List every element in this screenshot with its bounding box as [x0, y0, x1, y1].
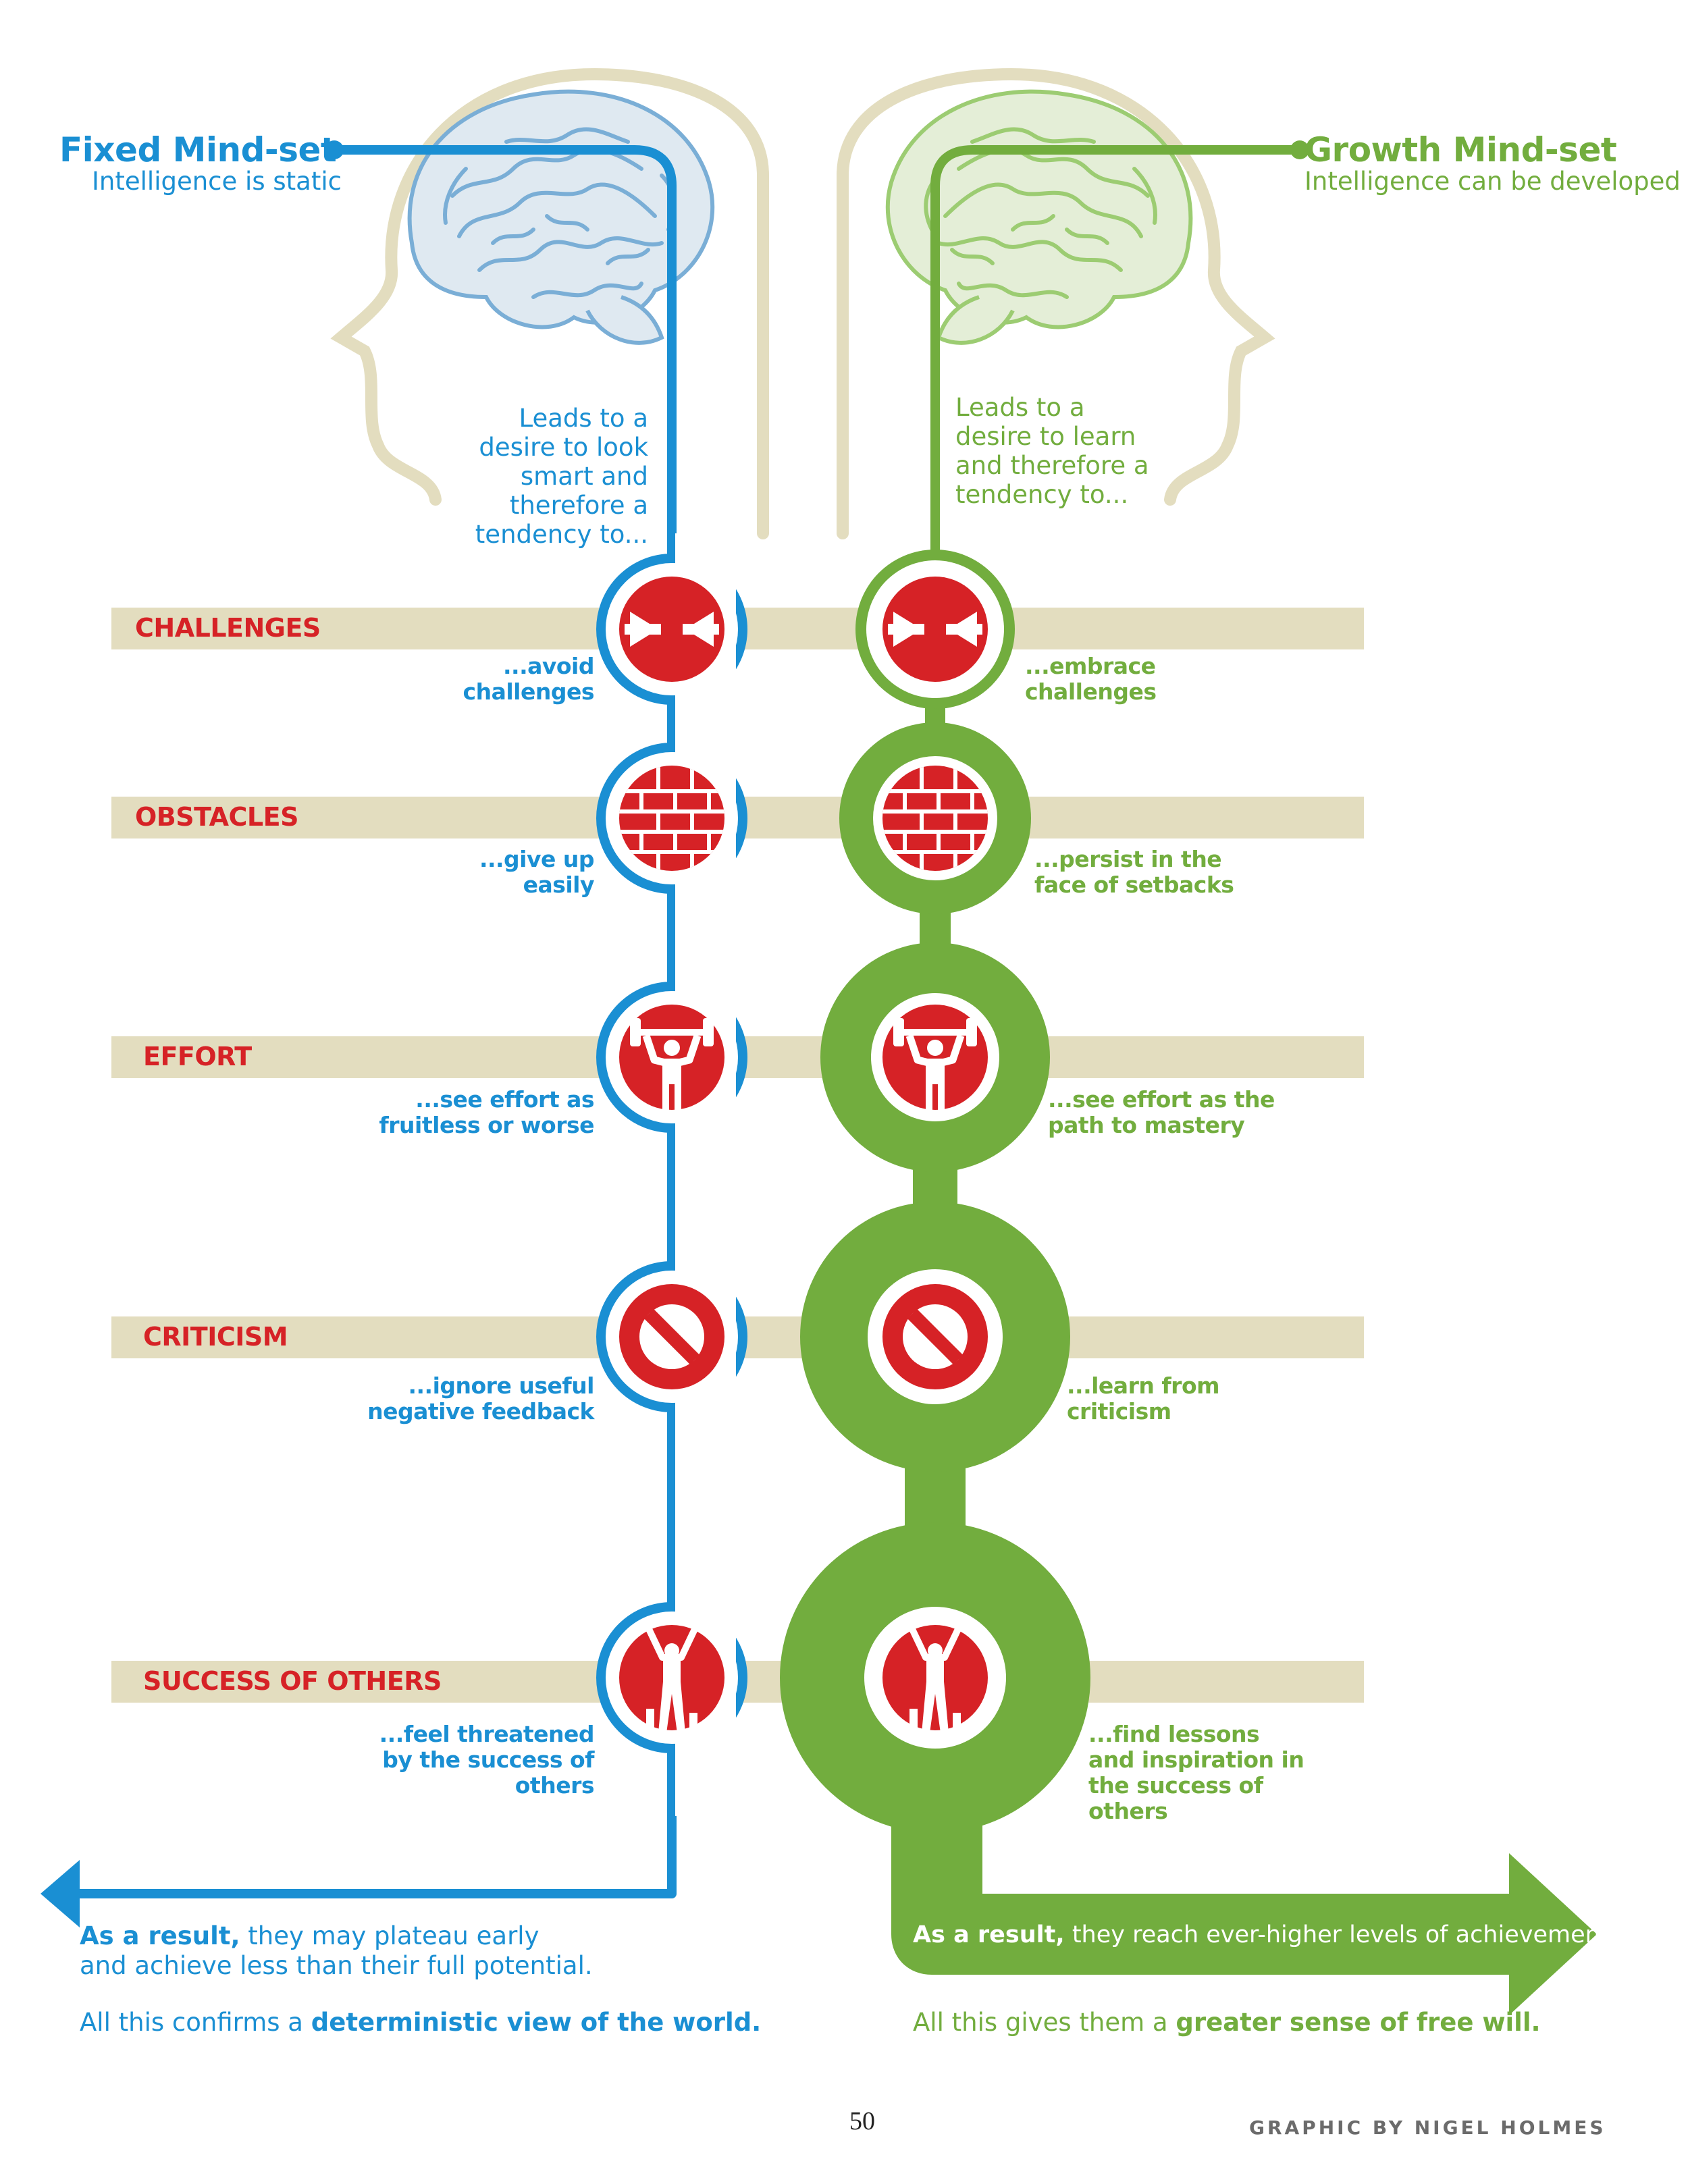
fixed-response-success: ...feel threatened by the success of oth… — [379, 1721, 595, 1799]
fixed-subtitle: Intelligence is static — [92, 167, 342, 196]
category-success: SUCCESS OF OTHERS — [143, 1666, 442, 1696]
growth-challenges-icon — [882, 577, 988, 682]
fixed-response-criticism: ...ignore useful negative feedback — [367, 1373, 594, 1424]
category-obstacles: OBSTACLES — [135, 802, 298, 832]
growth-subtitle: Intelligence can be developed — [1304, 167, 1681, 196]
category-criticism: CRITICISM — [143, 1322, 288, 1352]
fixed-result-text: they may plateau early and achieve less … — [80, 1921, 593, 1980]
growth-title: Growth Mind-set — [1304, 130, 1617, 169]
growth-criticism-icon — [882, 1284, 988, 1389]
growth-result-text: they reach ever-higher levels of achieve… — [1072, 1921, 1617, 1948]
fixed-path — [64, 145, 677, 1898]
fixed-result-arrow — [41, 1860, 80, 1927]
growth-response-obstacles: ...persist in the face of setbacks — [1034, 846, 1234, 898]
growth-result-arrow — [891, 1789, 1597, 2015]
growth-intro: Leads to a desire to learn and therefore… — [955, 393, 1149, 509]
left-head-outline — [330, 68, 769, 539]
fixed-response-challenges: ...avoid challenges — [463, 653, 595, 705]
fixed-challenges-icon — [619, 577, 724, 682]
left-brain — [407, 89, 715, 345]
fixed-result-lead: As a result, — [80, 1921, 240, 1950]
growth-result-lead: As a result, — [913, 1921, 1065, 1948]
fixed-response-effort: ...see effort as fruitless or worse — [379, 1086, 594, 1138]
growth-path — [930, 145, 1300, 574]
growth-gives-text: All this gives them a — [913, 2008, 1168, 2037]
fixed-confirm-emphasis: deterministic view of the world. — [311, 2008, 762, 2037]
fixed-title: Fixed Mind-set — [59, 130, 337, 169]
growth-response-success: ...find lessons and inspiration in the s… — [1088, 1721, 1304, 1824]
fixed-criticism-icon — [619, 1284, 724, 1389]
growth-response-challenges: ...embrace challenges — [1025, 653, 1157, 705]
fixed-confirm-text: All this confirms a — [80, 2008, 303, 2037]
graphic-credit: GRAPHIC BY NIGEL HOLMES — [1249, 2116, 1606, 2139]
growth-gives: All this gives them a greater sense of f… — [913, 2008, 1541, 2037]
fixed-confirm: All this confirms a deterministic view o… — [80, 2008, 761, 2037]
right-head-outline — [837, 68, 1275, 539]
fixed-response-obstacles: ...give up easily — [479, 846, 595, 898]
fixed-intro: Leads to a desire to look smart and ther… — [475, 404, 648, 549]
growth-result: As a result, they reach ever-higher leve… — [913, 1920, 1617, 1950]
growth-response-effort: ...see effort as the path to mastery — [1048, 1086, 1275, 1138]
fixed-result: As a result, they may plateau early and … — [80, 1921, 593, 1981]
category-challenges: CHALLENGES — [135, 613, 321, 643]
category-effort: EFFORT — [143, 1042, 252, 1071]
growth-response-criticism: ...learn from criticism — [1067, 1373, 1220, 1424]
growth-gives-emphasis: greater sense of free will. — [1176, 2008, 1541, 2037]
page-number: 50 — [849, 2107, 875, 2135]
